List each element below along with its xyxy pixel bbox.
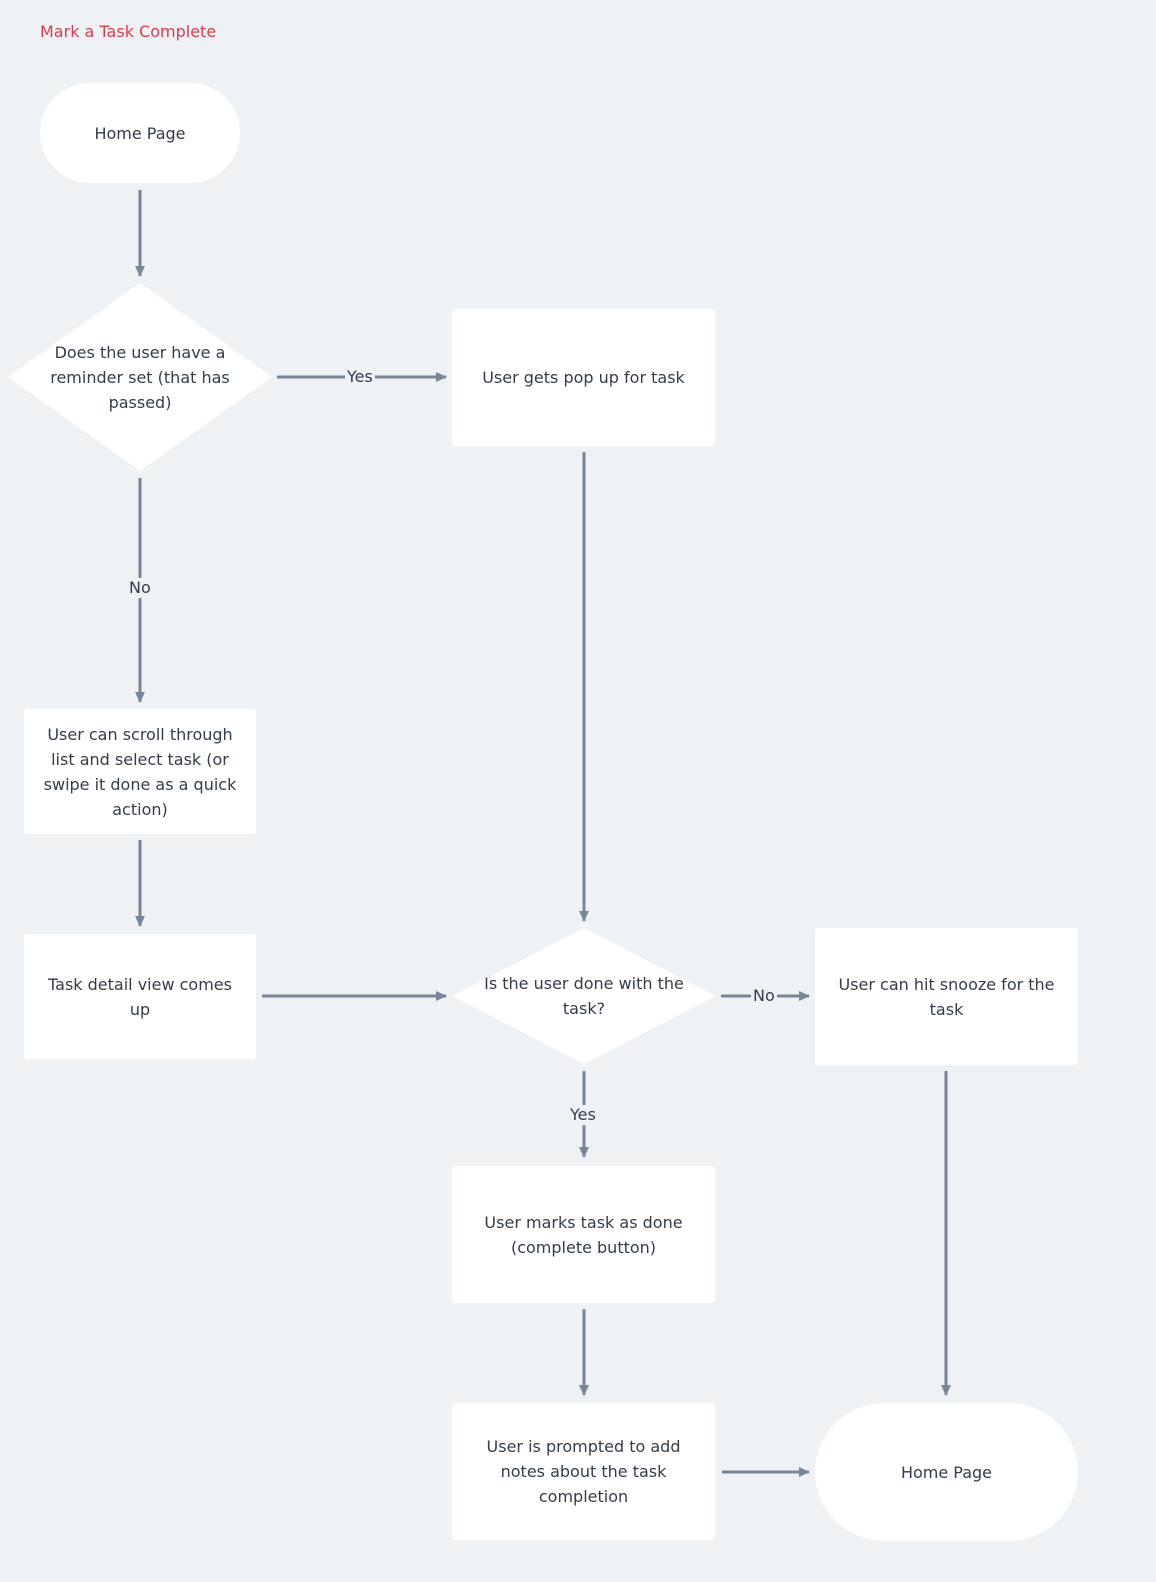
node-home-page-start: Home Page [40, 83, 240, 183]
edge-label-reminder-no: No [127, 578, 153, 598]
node-popup-label: User gets pop up for task [482, 368, 685, 387]
node-reminder-decision: Does the user have a reminder set (that … [40, 330, 240, 424]
node-snooze-label: User can hit snooze for the task [838, 974, 1055, 1019]
node-popup: User gets pop up for task [452, 309, 715, 446]
node-mark-done-label: User marks task as done (complete button… [484, 1212, 683, 1257]
node-done-decision-label: Is the user done with the task? [484, 974, 684, 1018]
node-scroll-list-label: User can scroll through list and select … [43, 724, 237, 819]
node-scroll-list: User can scroll through list and select … [24, 709, 256, 834]
edge-label-done-no: No [751, 986, 777, 1006]
edge-label-reminder-yes: Yes [345, 367, 375, 387]
node-mark-done: User marks task as done (complete button… [452, 1166, 715, 1303]
edge-label-done-yes: Yes [568, 1105, 598, 1125]
decision-reminder-shape [8, 283, 272, 471]
node-snooze: User can hit snooze for the task [815, 928, 1078, 1065]
node-detail-view: Task detail view comes up [24, 934, 256, 1059]
node-add-notes-label: User is prompted to add notes about the … [486, 1437, 681, 1506]
decision-done-shape [452, 928, 716, 1064]
node-detail-view-label: Task detail view comes up [48, 974, 232, 1019]
node-done-decision: Is the user done with the task? [476, 968, 692, 1024]
node-home-page-start-label: Home Page [94, 123, 186, 143]
node-home-page-end: Home Page [815, 1403, 1078, 1541]
diagram-title: Mark a Task Complete [40, 22, 217, 41]
node-add-notes: User is prompted to add notes about the … [452, 1403, 715, 1540]
node-home-page-end-label: Home Page [900, 1462, 993, 1482]
node-reminder-decision-label: Does the user have a reminder set (that … [50, 342, 230, 412]
